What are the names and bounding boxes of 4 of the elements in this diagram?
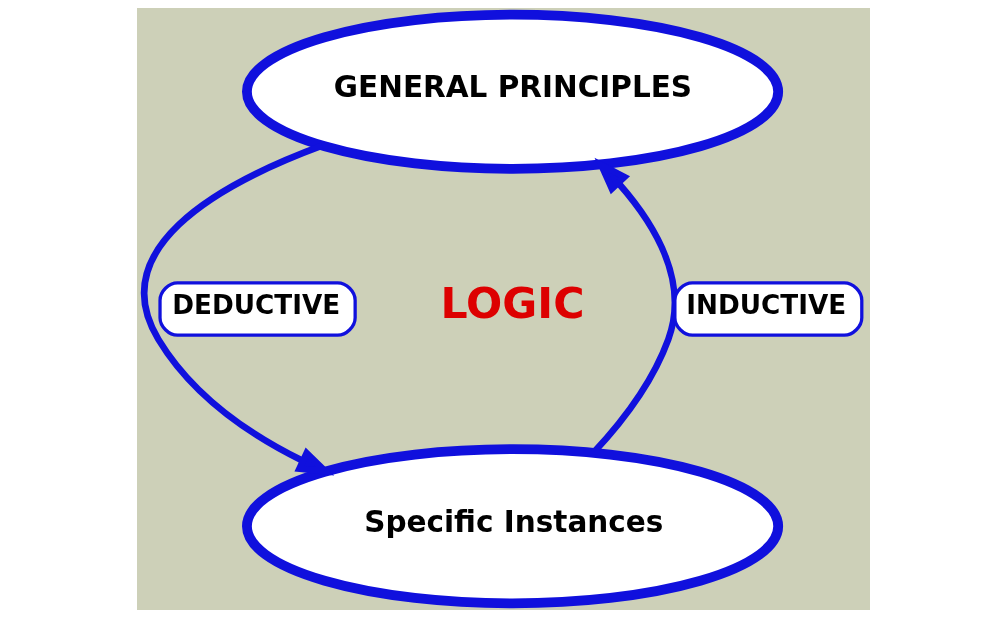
edge-label: INDUCTIVE <box>686 289 847 320</box>
node-ellipse: GENERAL PRINCIPLES <box>242 9 784 174</box>
label: LOGIC <box>440 277 585 328</box>
edge-label: DEDUCTIVE <box>172 289 341 320</box>
